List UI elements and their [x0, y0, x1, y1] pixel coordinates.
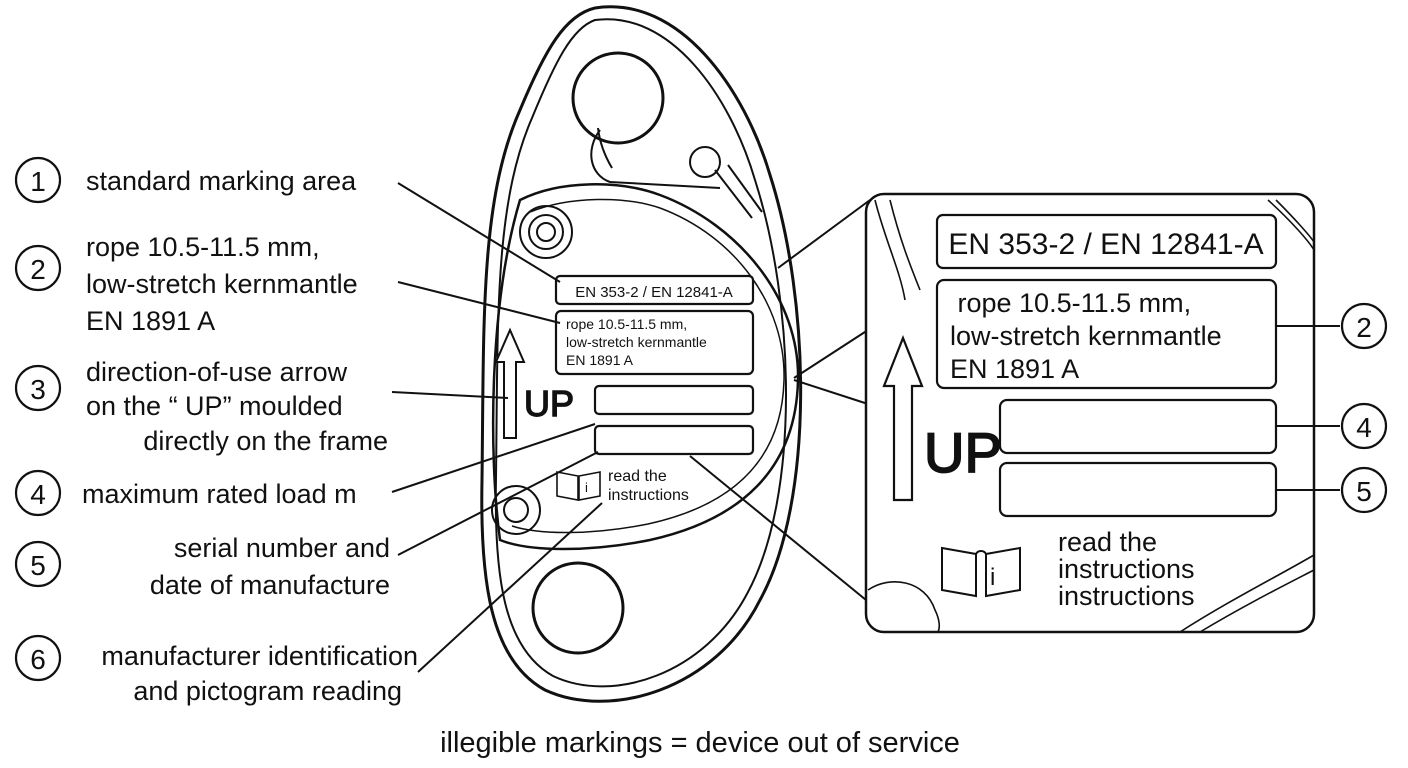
- device-up-arrow-icon: [494, 327, 526, 439]
- callout-text-line: serial number and: [174, 533, 390, 563]
- zoom-background-lines: [867, 199, 1315, 633]
- device-rope-line-3: EN 1891 A: [566, 352, 634, 368]
- svg-text:i: i: [990, 564, 995, 591]
- zoom-rope-box: [935, 278, 1278, 390]
- zoom-up-text: UP: [924, 421, 1002, 484]
- svg-text:i: i: [585, 480, 588, 495]
- zoom-callout-5: 5: [1340, 466, 1388, 514]
- callout-number-circle: [14, 156, 62, 204]
- zoom-read-line-3: instructions: [1058, 581, 1195, 611]
- device-book-icon: i: [556, 471, 601, 501]
- device-rope-box: [554, 309, 755, 376]
- footer-warning: illegible markings = device out of servi…: [440, 727, 960, 759]
- zoom-up-arrow-icon: [882, 335, 924, 502]
- callout-text-line: date of manufacture: [150, 570, 390, 600]
- callout-text-line: low-stretch kernmantle: [86, 269, 358, 299]
- callout-number: 6: [30, 644, 46, 675]
- callout-number: 4: [30, 479, 46, 510]
- callout-text-line: standard marking area: [86, 166, 357, 196]
- top-hole: [571, 51, 665, 145]
- zoom-panel: EN 353-2 / EN 12841-A rope 10.5-11.5 mm,…: [864, 192, 1388, 634]
- callout-number: 2: [30, 254, 46, 285]
- device-up-text: UP: [524, 383, 574, 424]
- callout-number-circle: [14, 244, 62, 292]
- callout-4: 4 maximum rated load m: [14, 469, 357, 517]
- device-standard-text: EN 353-2 / EN 12841-A: [575, 284, 733, 301]
- callout-number-circle: [14, 540, 62, 588]
- callout-3: 3 direction-of-use arrow on the “ UP” mo…: [14, 357, 388, 456]
- callout-text-line: rope 10.5-11.5 mm,: [86, 232, 320, 262]
- zoom-callout-4: 4: [1340, 402, 1388, 450]
- callout-number: 5: [1356, 476, 1372, 507]
- callout-text-line: directly on the frame: [143, 426, 388, 456]
- device-read-line-1: read the: [608, 468, 667, 485]
- zoom-load-box: [998, 398, 1278, 455]
- callout-text-line: manufacturer identification: [101, 641, 418, 671]
- device-read-line-2: instructions: [608, 487, 689, 504]
- callout-text-line: EN 1891 A: [86, 306, 215, 336]
- callout-2: 2 rope 10.5-11.5 mm, low-stretch kernman…: [14, 232, 358, 336]
- callout-text-line: direction-of-use arrow: [86, 357, 348, 387]
- device-serial-box: [593, 424, 755, 456]
- device-body: [480, 5, 803, 703]
- zoom-rope-line-1: rope 10.5-11.5 mm,: [950, 288, 1191, 318]
- device-rope-line-1: rope 10.5-11.5 mm,: [566, 316, 687, 332]
- zoom-standard-text: EN 353-2 / EN 12841-A: [948, 228, 1263, 261]
- callout-number: 4: [1356, 412, 1372, 443]
- zoom-rope-line-2: low-stretch kernmantle: [950, 321, 1222, 351]
- zoom-serial-box: [998, 461, 1278, 518]
- callout-5: 5 serial number and date of manufacture: [14, 533, 390, 600]
- callout-1: 1 standard marking area: [14, 156, 357, 204]
- callout-number: 5: [30, 550, 46, 581]
- callout-number-circle: [14, 364, 62, 412]
- zoom-standard-box: [935, 213, 1278, 270]
- zoom-read-line-2: instructions: [1058, 554, 1195, 584]
- callout-text-line: maximum rated load m: [82, 479, 357, 509]
- device-markings: EN 353-2 / EN 12841-A rope 10.5-11.5 mm,…: [494, 274, 755, 504]
- callout-6: 6 manufacturer identification and pictog…: [14, 634, 418, 706]
- zoom-read-line-1: read the: [1058, 527, 1157, 557]
- zoom-book-icon: i: [941, 546, 1021, 598]
- device-standard-box: [554, 274, 755, 306]
- device-rope-line-2: low-stretch kernmantle: [566, 334, 707, 350]
- callout-number-circle: [14, 634, 62, 682]
- zoom-callout-2: 2: [1340, 302, 1388, 350]
- callout-text-line: on the “ UP” moulded: [86, 391, 343, 421]
- callout-number: 3: [30, 374, 46, 405]
- callout-number-circle: [14, 469, 62, 517]
- callout-number: 1: [30, 166, 46, 197]
- device-load-box: [593, 384, 755, 416]
- callout-number: 2: [1356, 312, 1372, 343]
- bottom-hole: [531, 561, 625, 655]
- zoom-rope-line-3: EN 1891 A: [950, 354, 1079, 384]
- zoom-callout-leaders: [1276, 325, 1340, 491]
- leader-lines: [391, 182, 871, 673]
- callout-text-line: and pictogram reading: [133, 676, 402, 706]
- callout-list: 1 standard marking area 2 rope 10.5-11.5…: [14, 156, 418, 706]
